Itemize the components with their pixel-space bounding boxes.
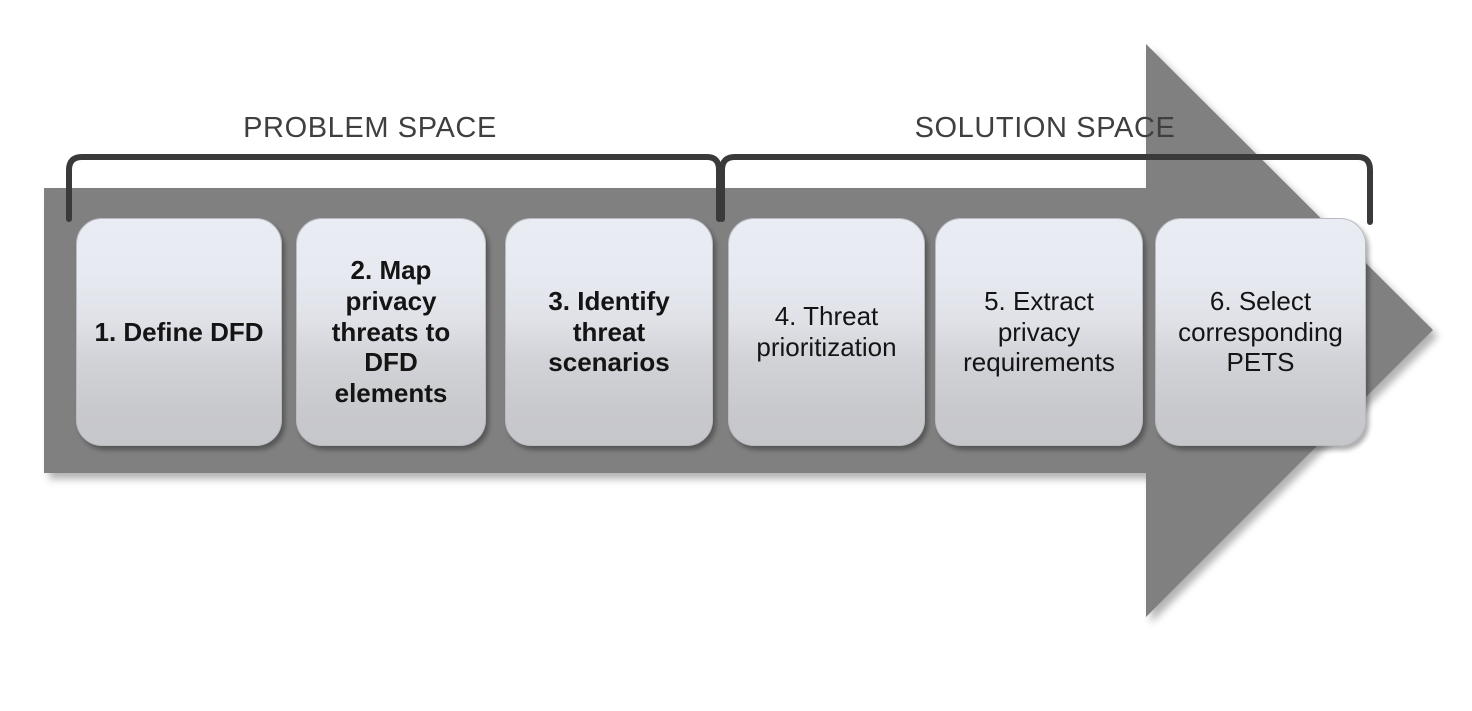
step-label-2: 2. Map privacy threats to DFD elements: [331, 255, 451, 408]
bracket-problem-space: [66, 154, 722, 222]
step-label-1: 1. Define DFD: [94, 316, 264, 347]
step-label-4: 4. Threat prioritization: [756, 301, 897, 362]
step-label-6: 6. Select corresponding PETS: [1178, 285, 1343, 378]
step-box-2[interactable]: 2. Map privacy threats to DFD elements: [296, 218, 486, 446]
step-box-1[interactable]: 1. Define DFD: [76, 218, 282, 446]
phase-label-problem-space: PROBLEM SPACE: [243, 112, 497, 144]
step-box-5[interactable]: 5. Extract privacy requirements: [935, 218, 1143, 446]
step-box-3[interactable]: 3. Identify threat scenarios: [505, 218, 713, 446]
step-box-6[interactable]: 6. Select corresponding PETS: [1155, 218, 1366, 446]
step-label-3: 3. Identify threat scenarios: [548, 285, 670, 378]
step-box-4[interactable]: 4. Threat prioritization: [728, 218, 925, 446]
step-label-5: 5. Extract privacy requirements: [963, 285, 1115, 378]
phase-label-solution-space: SOLUTION SPACE: [914, 112, 1176, 144]
bracket-solution-space: [719, 154, 1373, 225]
